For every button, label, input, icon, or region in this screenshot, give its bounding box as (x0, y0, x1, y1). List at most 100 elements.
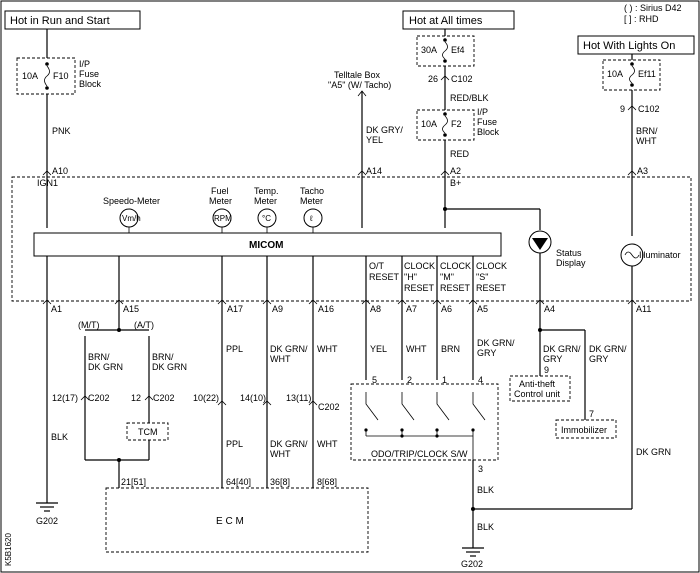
telltale-line1: Telltale Box (334, 70, 381, 80)
pin-a1: A1 (51, 304, 62, 314)
connector-a15-mark (114, 299, 124, 305)
status-display-label1: Status (556, 248, 582, 258)
wire-label-wht-a7: WHT (406, 344, 427, 354)
fuse-f2-amp: 10A (421, 119, 437, 129)
c102-9-mark (627, 105, 637, 111)
reset-ch-1: CLOCK (404, 261, 435, 271)
status-display-label2: Display (556, 258, 586, 268)
fuse-ef11-amp: 10A (607, 69, 623, 79)
fuse-ef11-name: Ef11 (638, 69, 656, 79)
sw-pin-5: 5 (372, 375, 377, 385)
ground-left-label: G202 (36, 516, 58, 526)
wire-label-blk-ground: BLK (477, 522, 494, 532)
wire-label-dkgrn-gry-a5-2: GRY (477, 348, 496, 358)
reset-cm-2: "M" (440, 272, 454, 282)
wire-label-dkgrn-gry-im-1: DK GRN/ (589, 344, 627, 354)
sw-pin-1: 1 (442, 375, 447, 385)
reset-ch-2: "H" (404, 272, 417, 282)
fuse-f2-icon (442, 112, 448, 137)
reset-ch-3: RESET (404, 283, 435, 293)
c202-marks (217, 400, 318, 406)
wire-label-pnk: PNK (52, 126, 71, 136)
fuse-f2-block3: Block (477, 127, 500, 137)
pin-a4: A4 (544, 304, 555, 314)
reset-ot-1: O/T (369, 261, 385, 271)
c102-9-pin: 9 (620, 104, 625, 114)
wire-label-dkgry-yel-2: YEL (366, 135, 383, 145)
fuse-f10-icon (44, 62, 50, 90)
pin-a17: A17 (227, 304, 243, 314)
legend-square: [ ] : RHD (624, 14, 659, 24)
antitheft-box (509, 375, 571, 402)
fuse-f10-frame (16, 57, 76, 95)
wire-label-dkgrn-gry-im-2: GRY (589, 354, 608, 364)
micom-label: MICOM (249, 240, 283, 251)
connector-a7-mark (397, 299, 407, 305)
sw-pin-2: 2 (407, 375, 412, 385)
wire-label-dk-grn-right: DK GRN (636, 447, 671, 457)
odo-switch-contacts-icon (364, 392, 486, 460)
junction-a15 (117, 328, 121, 332)
fuse-f10-block2: Fuse (79, 69, 99, 79)
wire-label-wht-1: WHT (317, 344, 338, 354)
fuse-ef4-icon (442, 38, 448, 63)
pin-im-7: 7 (589, 409, 594, 419)
power-box-run-start (4, 10, 141, 30)
wire-label-dkgry-yel-1: DK GRY/ (366, 125, 403, 135)
pin-a2: A2 (450, 166, 461, 176)
legend-curly: ( ) : Sirius D42 (624, 3, 682, 13)
wire-label-dkgrn-gry-at-1: DK GRN/ (543, 344, 581, 354)
immobilizer-box (555, 419, 617, 439)
tcm-label: TCM (138, 427, 158, 437)
ecm-pin-64: 64[40] (226, 477, 251, 487)
wire-label-ppl-2: PPL (226, 439, 243, 449)
gauge-temp-symbol: °C (262, 214, 271, 223)
tacho-meter-icon (303, 208, 323, 228)
fuse-f2-block1: I/P (477, 107, 488, 117)
wire-label-brn-a6: BRN (441, 344, 460, 354)
c102-9-name: C102 (638, 104, 660, 114)
gauge-fuel-label2: Meter (209, 196, 232, 206)
tcm-box (126, 422, 169, 441)
gauge-speedo-symbol: Vm/h (122, 214, 141, 223)
ecm-label: E C M (216, 516, 244, 527)
wire-label-brn-wht-2: WHT (636, 136, 657, 146)
fuse-f2-name: F2 (451, 119, 462, 129)
c202-b-name: C202 (153, 393, 175, 403)
c202-e-name: C202 (318, 402, 340, 412)
reset-cm-3: RESET (440, 283, 471, 293)
pin-at-9: 9 (544, 365, 549, 375)
power-box-lights-on (577, 35, 695, 55)
sw-pin-4: 4 (478, 375, 483, 385)
connector-a3-mark (627, 170, 637, 176)
label-bplus: B+ (450, 178, 461, 188)
c102-26-mark (440, 75, 450, 81)
fuse-f10-block3: Block (79, 79, 102, 89)
connector-a11-mark (627, 299, 637, 305)
wire-label-dkgrn-gry-at-2: GRY (543, 354, 562, 364)
label-ign1: IGN1 (37, 178, 58, 188)
pin-a15: A15 (123, 304, 139, 314)
instrument-cluster-frame (11, 176, 692, 302)
c202-c-pin: 10(22) (193, 393, 219, 403)
pin-a11: A11 (636, 304, 651, 314)
ground-right-icon (462, 547, 484, 557)
odo-switch-frame (350, 383, 499, 461)
pin-a3: A3 (637, 166, 648, 176)
gauge-fuel-symbol: RPM (214, 214, 232, 223)
pin-a9: A9 (272, 304, 283, 314)
wire-label-ppl-1: PPL (226, 344, 243, 354)
c202-a-name: C202 (88, 393, 110, 403)
sw-pin-3: 3 (478, 464, 483, 474)
wire-label-brn-dkgrn-2b: DK GRN (152, 362, 187, 372)
wire-label-blk-sw: BLK (477, 485, 494, 495)
fuse-ef11-icon (629, 62, 635, 87)
power-lights-on: Hot With Lights On (583, 40, 675, 52)
figure-code: K5B1620 (4, 533, 13, 566)
pin-a5: A5 (477, 304, 488, 314)
wire-label-red-blk: RED/BLK (450, 93, 489, 103)
connector-a5-mark (468, 299, 478, 305)
gauge-tacho-label1: Tacho (300, 186, 324, 196)
